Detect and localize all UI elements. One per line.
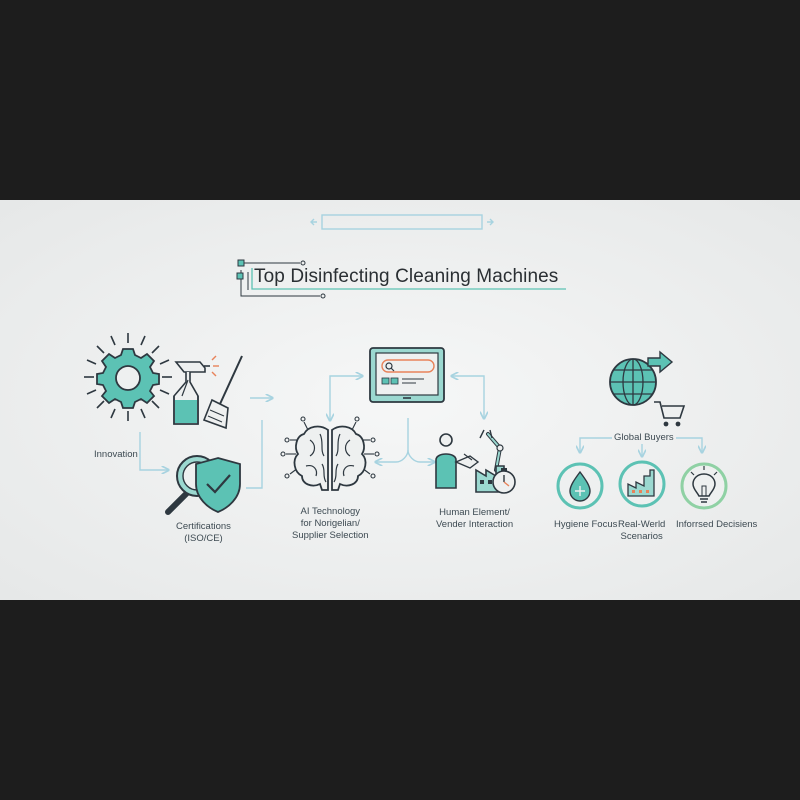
human-element-label: Human Element/ Vender Interaction [436,507,513,531]
top-banner-bar [310,214,494,230]
global-buyers-label: Global Buyers [614,432,674,443]
human-element-label-line-1: Human Element/ [439,507,510,518]
title-circuit-decoration [236,259,566,299]
shield-check-icon [195,457,241,513]
informed-decisions-label: Inforrsed Decisiens [676,519,758,530]
hygiene-focus-label: Hygiene Focus [554,519,618,530]
broom-icon [202,355,243,430]
real-world-label-line-2: Scenarios [620,531,663,542]
page-title: Top Disinfecting Cleaning Machines [254,266,559,287]
factory-circle-icon [618,460,666,508]
real-world-label-line-1: Real-Werld [618,519,666,530]
center-connectors [330,376,484,462]
ai-technology-label-line-1: AI Technology [300,506,361,517]
ai-technology-label-line-2: for Norigelian/ [300,518,360,529]
real-world-scenarios-label: Real-Werld Scenarios [618,519,665,543]
handshake-icon [454,453,480,469]
gear-icon [84,333,172,421]
left-connectors [139,398,272,489]
cart-icon [654,401,686,427]
globe-icon [609,350,674,406]
certifications-label: Certifications (ISO/CE) [176,521,231,545]
robot-arm-icon [479,429,504,472]
brain-circuit-icon [280,416,380,491]
person-icon [435,433,457,489]
lightbulb-icon [680,462,728,510]
certifications-label-line-1: Certifications [176,521,231,532]
stopwatch-icon [492,468,516,494]
spray-bottle-icon [173,355,219,425]
right-connectors [580,437,702,456]
water-drop-icon [556,462,604,510]
certifications-label-line-2: (ISO/CE) [184,533,223,544]
innovation-label: Innovation [94,449,138,460]
human-element-label-line-2: Vender Interaction [436,519,514,530]
ai-technology-label-line-3: Supplier Selection [292,530,369,541]
ai-technology-label: AI Technology for Norigelian/ Supplier S… [292,506,369,542]
tablet-search-icon [369,347,445,403]
